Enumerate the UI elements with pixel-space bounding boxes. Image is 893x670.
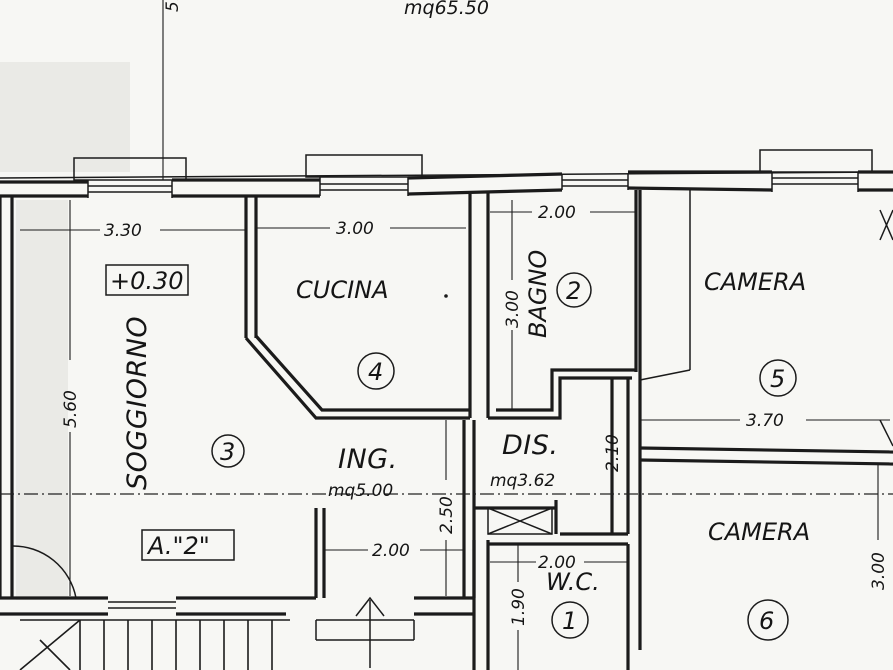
cucina-dot [444,294,448,298]
wc-height: 1.90 [509,588,529,626]
soggiorno-height: 5.60 [61,390,81,428]
top-dimension-label: 5.0 [163,0,183,12]
ingresso-area: mq5.00 [328,481,393,501]
room-number-circle-5 [759,359,797,397]
camera6-label: CAMERA [708,518,810,546]
staircase [19,619,290,670]
room-number-circle-4 [357,352,395,390]
room-number-circle-2 [556,272,592,308]
total-area-label: mq65.50 [404,0,489,19]
unit-tag: A."2" [146,532,210,560]
dis-height: 2.10 [603,434,623,472]
ingresso-height: 2.50 [437,496,457,534]
bottom-openings [108,596,415,668]
room-number-circle-1 [551,601,589,639]
dis-area: mq3.62 [490,471,555,491]
ingresso-label: ING. [338,444,398,475]
bagno-height: 3.00 [503,290,523,328]
soggiorno-width: 3.30 [104,221,142,241]
top-dimension-line: 5.0 [162,0,183,180]
right-window [879,209,893,447]
wc-width: 2.00 [538,553,576,573]
elevation-tag-box [105,264,189,296]
soggiorno-number: 3 [220,438,235,466]
bagno-width: 2.00 [538,203,576,223]
camera5-label: CAMERA [704,268,806,296]
unit-tag-box [141,529,235,561]
hatched-left-area [0,62,130,600]
cucina-width: 3.00 [336,219,374,239]
shaft-box [487,507,553,535]
camera6-height: 3.00 [869,552,889,590]
camera5-number: 5 [770,365,785,393]
camera5-width: 3.70 [746,411,784,431]
room-number-circle-3 [211,434,245,468]
dimension-lines [20,200,890,670]
cucina-label: CUCINA [296,276,389,304]
room-number-circle-6 [747,599,789,641]
wc-number: 1 [562,607,577,635]
door-swing-arc [11,545,77,599]
camera6-number: 6 [759,607,774,635]
dis-label: DIS. [502,430,558,461]
walls [0,170,893,670]
bagno-number: 2 [566,277,581,305]
elevation-tag: +0.30 [110,267,184,295]
wc-label: W.C. [546,568,600,596]
soggiorno-label: SOGGIORNO [122,316,153,490]
bagno-label: BAGNO [524,250,552,338]
cucina-number: 4 [368,358,383,386]
ingresso-width: 2.00 [372,541,410,561]
